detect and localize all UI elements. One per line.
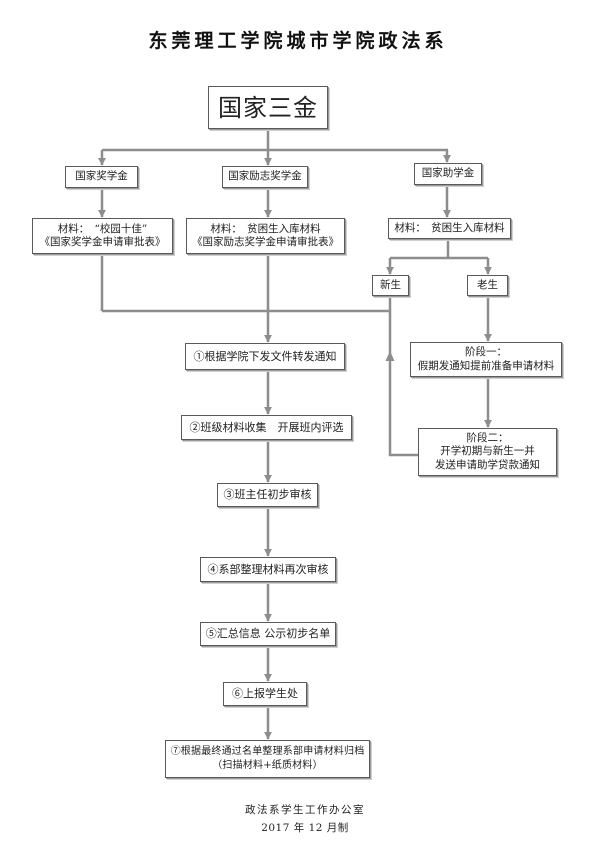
step-label: ⑤汇总信息 公示初步名单 bbox=[205, 627, 331, 640]
step-4-node: ④系部整理材料再次审核 bbox=[200, 557, 336, 582]
category-node-grant: 国家助学金 bbox=[414, 163, 482, 185]
stage-2-node: 阶段二： 开学初期与新生一并 发送申请助学贷款通知 bbox=[418, 428, 557, 476]
stage-line: 发送申请助学贷款通知 bbox=[435, 458, 540, 471]
step-3-node: ③班主任初步审核 bbox=[217, 483, 318, 507]
connector-new-student-loop bbox=[388, 296, 418, 457]
step-label: ①根据学院下发文件转发通知 bbox=[193, 349, 337, 363]
step-1-node: ①根据学院下发文件转发通知 bbox=[185, 343, 345, 370]
step-6-node: ⑥上报学生处 bbox=[223, 682, 307, 706]
step-label: ④系部整理材料再次审核 bbox=[207, 562, 329, 576]
page-title: 东莞理工学院城市学院政法系 bbox=[148, 30, 448, 52]
materials-line: 材料： 贫困生入库材料 bbox=[210, 222, 321, 235]
materials-node-grant: 材料： 贫困生入库材料 bbox=[388, 218, 511, 239]
materials-node-scholarship: 材料： “校园十佳” 《国家奖学金申请审批表》 bbox=[32, 218, 173, 254]
step-label: ②班级材料收集 开展班内评选 bbox=[189, 420, 344, 434]
stage-line: 开学初期与新生一并 bbox=[440, 445, 535, 458]
stage-title: 阶段一： bbox=[465, 346, 507, 358]
step-sublabel: （扫描材料+纸质材料） bbox=[212, 760, 323, 771]
stage-title: 阶段二： bbox=[466, 431, 509, 444]
footer-office: 政法系学生工作办公室 bbox=[245, 804, 365, 816]
category-node-inspirational: 国家励志奖学金 bbox=[222, 166, 308, 188]
stage-1-node: 阶段一： 假期发通知提前准备申请材料 bbox=[410, 342, 562, 377]
arrow-up-icon bbox=[385, 351, 395, 361]
materials-line: 《国家奖学金申请审批表》 bbox=[39, 236, 166, 248]
category-label: 国家助学金 bbox=[421, 167, 475, 180]
materials-line: 材料： “校园十佳” bbox=[57, 222, 148, 235]
root-node-label: 国家三金 bbox=[218, 93, 318, 122]
materials-node-inspirational: 材料： 贫困生入库材料 《国家励志奖学金申请审批表》 bbox=[186, 218, 345, 254]
step-2-node: ②班级材料收集 开展班内评选 bbox=[181, 415, 352, 440]
old-student-node: 老生 bbox=[467, 275, 508, 296]
category-label: 国家励志奖学金 bbox=[228, 170, 302, 183]
step-5-node: ⑤汇总信息 公示初步名单 bbox=[200, 622, 336, 646]
step-label: ⑦根据最终通过名单整理系部申请材料归档 bbox=[170, 746, 365, 757]
step-7-node: ⑦根据最终通过名单整理系部申请材料归档 （扫描材料+纸质材料） bbox=[165, 740, 370, 778]
materials-line: 《国家励志奖学金申请审批表》 bbox=[192, 236, 339, 248]
step-label: ③班主任初步审核 bbox=[223, 488, 312, 501]
stage-line: 假期发通知提前准备申请材料 bbox=[417, 359, 555, 372]
step-label: ⑥上报学生处 bbox=[232, 687, 298, 700]
category-label: 国家奖学金 bbox=[75, 170, 128, 183]
new-student-label: 新生 bbox=[380, 278, 401, 291]
materials-line: 材料： 贫困生入库材料 bbox=[394, 221, 505, 234]
root-node: 国家三金 bbox=[208, 86, 328, 129]
new-student-node: 新生 bbox=[372, 275, 409, 296]
category-node-scholarship: 国家奖学金 bbox=[65, 166, 138, 188]
footer-date: 2017 年 12 月制 bbox=[261, 822, 349, 834]
old-student-label: 老生 bbox=[477, 278, 498, 291]
